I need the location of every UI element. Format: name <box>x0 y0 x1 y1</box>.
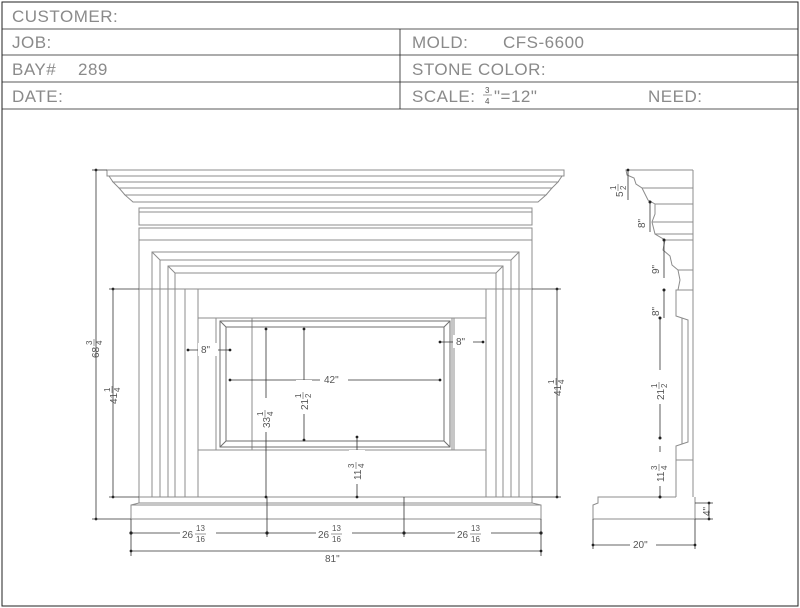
need-label: NEED: <box>648 87 702 106</box>
segment-mid-den: 16 <box>332 535 341 544</box>
inner-height-label: 33 <box>262 416 273 428</box>
hearth-height-label: 11 <box>353 469 364 480</box>
front-view <box>106 169 565 520</box>
side-view <box>592 169 696 520</box>
side-depth-label: 20" <box>633 540 648 551</box>
scale-numerator: 3 <box>485 86 490 95</box>
opening-height-left-label: 41 <box>109 392 120 404</box>
inner-height-num: 1 <box>256 411 265 416</box>
inner-height-den: 4 <box>266 411 275 416</box>
side-seg5-label: 21 <box>656 388 667 400</box>
side-seg2-label: 8" <box>637 218 648 228</box>
date-label: DATE: <box>12 87 63 106</box>
side-base-height-label: 4" <box>702 506 713 516</box>
opening-right-den: 4 <box>557 379 566 384</box>
side-seg5-num: 1 <box>650 383 659 388</box>
side-seg6-num: 3 <box>650 465 659 470</box>
segment-right-den: 16 <box>471 535 480 544</box>
scale-denominator: 4 <box>485 97 490 106</box>
opening-left-den: 4 <box>113 387 122 392</box>
firebox-height-den: 2 <box>304 393 313 398</box>
side-top-den: 2 <box>619 185 628 190</box>
scale-label: SCALE: <box>412 87 475 106</box>
side-seg3-label: 9" <box>651 264 662 274</box>
customer-label: CUSTOMER: <box>12 7 118 26</box>
job-label: JOB: <box>12 33 52 52</box>
bay-value: 289 <box>78 60 108 79</box>
overall-height-den: 4 <box>95 340 104 345</box>
segment-right-label: 26 <box>457 530 469 541</box>
mold-value: CFS-6600 <box>503 33 584 52</box>
stone-color-label: STONE COLOR: <box>412 60 546 79</box>
firebox-height-num: 1 <box>294 393 303 398</box>
overall-height-num: 3 <box>85 340 94 345</box>
side-dimensions: 5 1 2 8" 9" 8" 21 1 2 11 3 4 <box>591 168 713 551</box>
side-seg6-den: 4 <box>660 465 669 470</box>
firebox-width-label: 42" <box>324 375 339 386</box>
scale-rest: "=12" <box>494 87 537 106</box>
side-seg6-label: 11 <box>656 471 667 482</box>
firebox-height-label: 21 <box>300 398 311 410</box>
segment-left-label: 26 <box>182 530 194 541</box>
front-dimensions: 68 3 4 41 1 4 41 1 4 8" <box>85 168 566 565</box>
opening-left-num: 1 <box>103 387 112 392</box>
side-seg5-den: 2 <box>660 383 669 388</box>
mold-label: MOLD: <box>412 33 468 52</box>
left-panel-width-label: 8" <box>201 345 211 356</box>
segment-mid-label: 26 <box>318 530 330 541</box>
overall-width-label: 81" <box>325 554 340 565</box>
segment-mid-num: 13 <box>332 524 341 533</box>
side-top-label: 5 <box>615 191 626 197</box>
side-top-num: 1 <box>609 185 618 190</box>
bay-label: BAY# <box>12 60 56 79</box>
opening-height-right-label: 41 <box>553 384 564 396</box>
segment-left-num: 13 <box>196 524 205 533</box>
segment-left-den: 16 <box>196 535 205 544</box>
hearth-height-num: 3 <box>347 463 356 468</box>
right-panel-width-label: 8" <box>456 337 466 348</box>
opening-right-num: 1 <box>547 379 556 384</box>
overall-height-label: 68 <box>91 346 102 358</box>
segment-right-num: 13 <box>471 524 480 533</box>
side-seg4-label: 8" <box>651 306 662 316</box>
hearth-height-den: 4 <box>357 463 366 468</box>
